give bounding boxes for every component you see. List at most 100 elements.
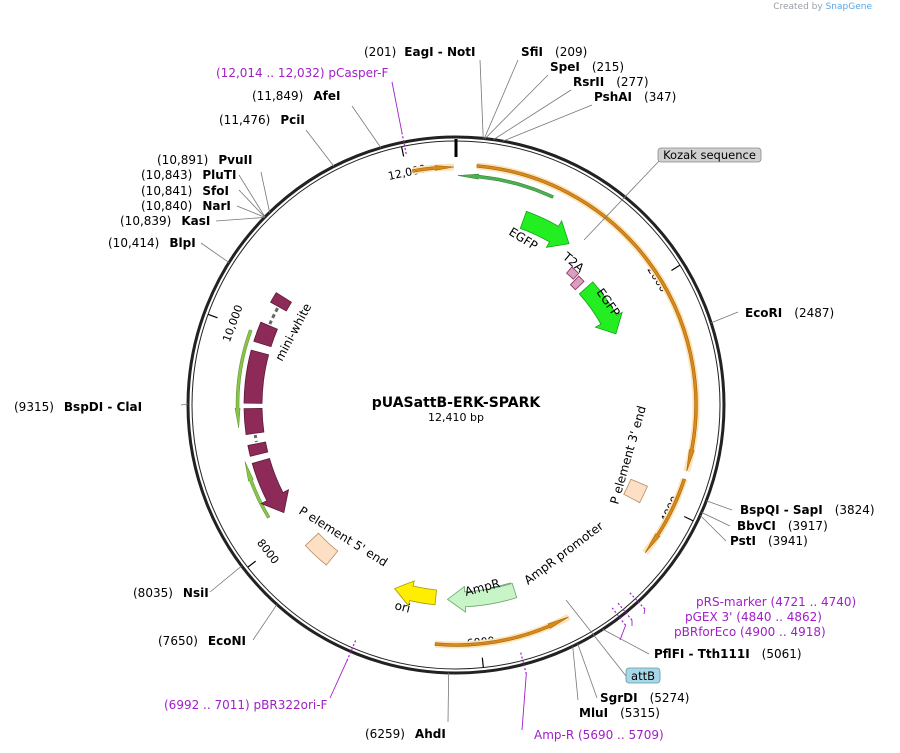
- green-arrow-left-2[interactable]: [244, 461, 271, 519]
- primer-leader-3: [619, 625, 627, 641]
- mini-white-seg-5[interactable]: [247, 441, 269, 457]
- enzyme-sgrdi[interactable]: SgrDI(5274): [600, 691, 689, 705]
- enzyme-rsrii[interactable]: RsrII(277): [573, 75, 649, 89]
- enzyme-leader-0: [479, 59, 484, 139]
- mini-white-intron-1: [268, 307, 279, 325]
- enzyme-leader-21: [260, 171, 271, 213]
- enzyme-pshai[interactable]: PshAI(347): [594, 90, 676, 104]
- egfp-arrow-2[interactable]: [578, 281, 623, 335]
- region-arc-d[interactable]: [434, 616, 569, 647]
- primer-labels: (12,014 .. 12,032) pCasper-F pRS-marker …: [164, 66, 856, 742]
- enzyme-leader-4: [502, 104, 593, 142]
- credit-prefix: Created by: [773, 2, 823, 12]
- enzyme-leader-11: [572, 646, 579, 701]
- t2a-block-2[interactable]: [569, 275, 585, 291]
- enzyme-pflfi-tth111i[interactable]: PflFI - Tth111I(5061): [654, 647, 802, 661]
- primer-prs-marker[interactable]: pRS-marker (4721 .. 4740): [696, 595, 856, 609]
- primer-pbrforeco[interactable]: pBRforEco (4900 .. 4918): [674, 625, 826, 639]
- enzyme-psti[interactable]: PstI(3941): [730, 534, 808, 548]
- tick-label-8000: 8000: [254, 537, 281, 567]
- mini-white-arrow[interactable]: [251, 457, 290, 514]
- enzyme-bbvci[interactable]: BbvCI(3917): [737, 519, 828, 533]
- enzyme-leader-1: [483, 59, 519, 139]
- mini-white-seg-3[interactable]: [243, 349, 270, 404]
- t2a-block[interactable]: [565, 266, 580, 280]
- enzyme-leader-23: [351, 105, 382, 148]
- enzyme-leader-16: [200, 242, 230, 263]
- tick-6000: [481, 657, 484, 668]
- enzyme-pluti[interactable]: (10,843)PluTI: [141, 168, 236, 182]
- p-element-5-block[interactable]: [304, 532, 339, 566]
- snapgene-credit: Created by SnapGene: [773, 2, 872, 12]
- enzyme-leader-6: [706, 500, 733, 511]
- enzyme-labels: (201)EagI - NotI SfiI(209) SpeI(215) Rsr…: [14, 45, 875, 741]
- region-arc-b-halo: [476, 162, 700, 473]
- tick-10000: [207, 313, 218, 319]
- enzyme-leader-18: [236, 205, 265, 218]
- enzyme-econi[interactable]: (7650)EcoNI: [158, 634, 246, 648]
- mini-white-seg-4[interactable]: [243, 407, 265, 435]
- enzyme-nari[interactable]: (10,840)NarI: [141, 199, 231, 213]
- region-arc-a[interactable]: [412, 165, 454, 173]
- enzyme-leader-13: [252, 604, 278, 641]
- enzyme-spei[interactable]: SpeI(215): [550, 60, 624, 74]
- enzyme-ecori[interactable]: EcoRI(2487): [745, 306, 834, 320]
- primer-pcasper-f[interactable]: (12,014 .. 12,032) pCasper-F: [216, 66, 389, 80]
- feature-label-mini-white: mini-white: [272, 301, 314, 363]
- backbone-outer: [186, 135, 726, 675]
- primer-pgex-3[interactable]: pGEX 3' (4840 .. 4862): [685, 610, 822, 624]
- tick-label-10000: 10,000: [220, 303, 245, 344]
- enzyme-leader-8: [699, 515, 727, 542]
- primer-leader-0: [391, 81, 403, 133]
- features: [234, 162, 700, 649]
- primer-pbr322ori-f[interactable]: (6992 .. 7011) pBR322ori-F: [164, 698, 328, 712]
- enzyme-leader-12: [447, 672, 450, 723]
- primer-leader-1: [643, 608, 646, 615]
- enzyme-bspdi-clai[interactable]: (9315)BspDI - ClaI: [14, 400, 142, 414]
- kozak-leader: [583, 159, 661, 241]
- feature-label-ampr-promoter: AmpR promoter: [521, 519, 606, 588]
- enzyme-ahdi[interactable]: (6259)AhdI: [365, 727, 446, 741]
- tick-2000: [671, 264, 681, 271]
- plasmid-name: pUASattB-ERK-SPARK: [372, 395, 542, 411]
- enzyme-pvuii[interactable]: (10,891)PvuII: [157, 153, 252, 167]
- tick-4000: [683, 515, 694, 522]
- enzyme-sfii[interactable]: SfiI(209): [521, 45, 587, 59]
- p-element-3-block[interactable]: [623, 478, 648, 504]
- mini-white-seg-2[interactable]: [253, 321, 278, 348]
- egfp-arrow-1[interactable]: [519, 210, 570, 248]
- green-arrow-left-1[interactable]: [234, 329, 253, 428]
- enzyme-leader-7: [701, 512, 731, 527]
- ori-arrow[interactable]: [393, 580, 437, 607]
- enzyme-blpi[interactable]: (10,414)BlpI: [108, 236, 196, 250]
- kozak-box[interactable]: Kozak sequence: [657, 147, 762, 163]
- enzyme-leader-22: [305, 129, 335, 167]
- enzyme-kasi[interactable]: (10,839)KasI: [120, 214, 210, 228]
- primer-amp-r[interactable]: Amp-R (5690 .. 5709): [534, 728, 664, 742]
- feature-label-p-element-5: P element 5' end: [296, 504, 390, 570]
- attb-box[interactable]: attB: [625, 667, 661, 684]
- enzyme-leader-20: [238, 174, 266, 218]
- attb-leader: [565, 599, 627, 677]
- region-arc-c[interactable]: [644, 478, 686, 553]
- mini-white-seg-1[interactable]: [270, 292, 293, 312]
- primer-leader-5: [329, 660, 348, 699]
- enzyme-eagi-noti[interactable]: (201)EagI - NotI: [364, 45, 475, 59]
- leader-lines: [180, 59, 739, 731]
- enzyme-nsii[interactable]: (8035)NsiI: [133, 586, 209, 600]
- enzyme-leader-19: [238, 189, 266, 218]
- enzyme-afei[interactable]: (11,849)AfeI: [252, 89, 340, 103]
- ampr-arrow[interactable]: [446, 582, 518, 613]
- enzyme-leader-2: [484, 74, 549, 139]
- enzyme-bspqi-sapi[interactable]: BspQI - SapI(3824): [740, 503, 875, 517]
- enzyme-mlui[interactable]: MluI(5315): [579, 706, 660, 720]
- enzyme-leader-5: [710, 311, 739, 324]
- mini-white-intron-2: [253, 434, 258, 443]
- region-arc-b[interactable]: [476, 164, 698, 472]
- green-arrow-top[interactable]: [457, 173, 554, 199]
- credit-brand: SnapGene: [825, 2, 872, 12]
- enzyme-sfoi[interactable]: (10,841)SfoI: [141, 184, 229, 198]
- enzyme-pcii[interactable]: (11,476)PciI: [219, 113, 305, 127]
- enzyme-leader-3: [493, 89, 572, 140]
